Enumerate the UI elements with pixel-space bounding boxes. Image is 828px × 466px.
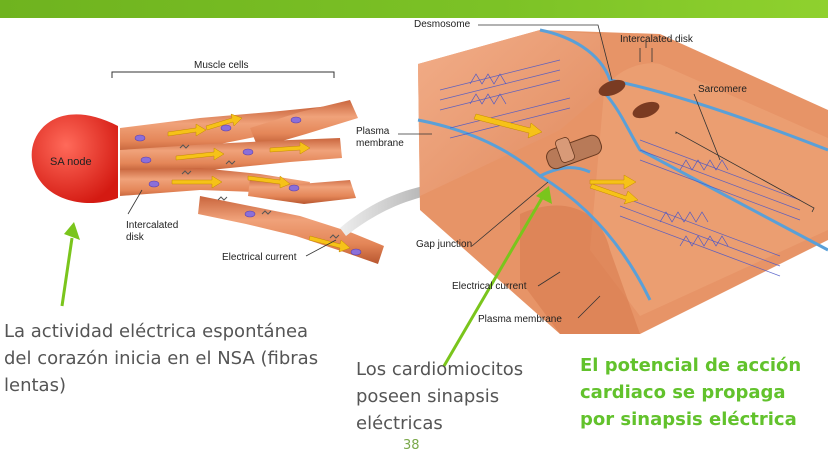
gap-junction [546, 134, 602, 170]
label-plasma-membrane-top: Plasma membrane [356, 126, 404, 149]
label-sarcomere: Sarcomere [698, 84, 747, 95]
electrical-current-leader-left [305, 239, 337, 257]
label-plasma-membrane-bottom: Plasma membrane [478, 314, 562, 325]
caption-left: La actividad eléctrica espontánea del co… [4, 321, 319, 396]
header-bar [0, 0, 828, 18]
label-electrical-current-right: Electrical current [452, 281, 527, 292]
muscle-cells [120, 100, 384, 264]
intercalated-disk-leader [127, 189, 143, 215]
muscle-cells-bracket [111, 71, 335, 78]
label-intercalated-disk-right: Intercalated disk [620, 34, 693, 45]
label-intercalated-disk-left: Intercalated disk [126, 220, 179, 243]
label-muscle-cells: Muscle cells [194, 60, 249, 71]
label-gap-junction: Gap junction [416, 239, 473, 250]
label-sa-node: SA node [50, 156, 92, 168]
caption-middle: Los cardiomiocitos poseen sinapsis eléct… [356, 359, 524, 434]
desmosome [598, 79, 660, 119]
sa-node [31, 114, 118, 204]
caption-right: El potencial de acción cardiaco se propa… [580, 355, 802, 430]
pointer-arrows [60, 186, 552, 367]
magnified-cells [417, 28, 828, 334]
right-leaders [398, 24, 815, 319]
page-number: 38 [403, 438, 420, 453]
label-electrical-current-left: Electrical current [222, 252, 297, 263]
label-desmosome: Desmosome [414, 19, 471, 30]
